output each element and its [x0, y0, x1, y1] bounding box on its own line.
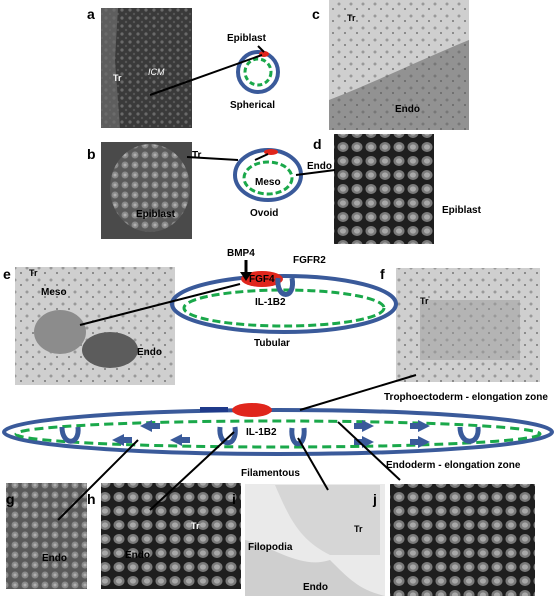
tissue-region-f: [420, 300, 520, 360]
label-fgf4: FGF4: [249, 274, 275, 285]
label-il1b2-filamentous: IL-1B2: [246, 427, 277, 438]
meso-cell-e: [34, 310, 86, 354]
label-epiblast-d: Epiblast: [442, 205, 481, 216]
micrograph-j: [390, 484, 535, 596]
label-tr-f: Tr: [420, 296, 429, 306]
label-spherical: Spherical: [230, 100, 276, 111]
label-endo-e: Endo: [137, 347, 162, 358]
endo-cell-e: [82, 332, 138, 368]
label-icm: ICM: [148, 67, 165, 77]
panel-label-e: e: [3, 266, 11, 282]
label-meso-ovoid: Meso: [255, 177, 281, 188]
label-filamentous: Filamentous: [241, 468, 300, 479]
label-epiblast-b: Epiblast: [136, 209, 175, 220]
panel-label-c: c: [312, 6, 320, 22]
label-tr-e: Tr: [29, 268, 38, 278]
label-filopodia: Filopodia: [248, 542, 293, 553]
panel-label-h: h: [87, 491, 96, 507]
panel-label-j: j: [373, 491, 377, 507]
label-tr-i: Tr: [354, 524, 363, 534]
label-tr-c: Tr: [347, 13, 356, 23]
panel-label-d: d: [313, 136, 322, 152]
label-endo-h: Endo: [125, 550, 150, 561]
label-tr-h: Tr: [191, 521, 200, 531]
label-endo-d: Endo: [307, 161, 332, 172]
label-ovoid: Ovoid: [250, 208, 279, 219]
trophectoderm-region-i: [275, 485, 380, 555]
label-endo-i: Endo: [303, 582, 328, 593]
micrograph-d: [334, 134, 434, 244]
label-fgfr2: FGFR2: [293, 255, 326, 266]
label-trophoectoderm-elongation-zone: Trophoectoderm - elongation zone: [384, 392, 548, 403]
tubular-diagram: [170, 260, 398, 334]
label-endo-c: Endo: [395, 104, 420, 115]
endoderm-region-i: [245, 540, 385, 596]
micrograph-h: [101, 483, 241, 589]
trophectoderm-region-a: [101, 8, 120, 128]
filamentous-diagram: [2, 403, 554, 456]
panel-label-a: a: [87, 6, 95, 22]
label-tr-a: Tr: [113, 73, 122, 83]
label-endo-g: Endo: [42, 553, 67, 564]
leader-lines: [57, 45, 417, 521]
label-epiblast-spherical: Epiblast: [227, 33, 266, 44]
label-meso-e: Meso: [41, 287, 67, 298]
epiblast-region-b: [110, 144, 190, 232]
label-bmp4: BMP4: [227, 248, 255, 259]
label-endoderm-elongation-zone: Endoderm - elongation zone: [386, 460, 521, 471]
panel-label-g: g: [6, 491, 15, 507]
label-tubular: Tubular: [254, 338, 290, 349]
endoderm-region-c: [329, 40, 469, 130]
panel-label-f: f: [380, 266, 385, 282]
label-tr-b: Tr: [192, 150, 202, 161]
micrograph-g: [6, 483, 87, 589]
ovoid-diagram: [233, 148, 303, 202]
label-il1b2-tubular: IL-1B2: [255, 297, 286, 308]
panel-label-i: i: [232, 491, 236, 507]
panel-label-b: b: [87, 146, 96, 162]
